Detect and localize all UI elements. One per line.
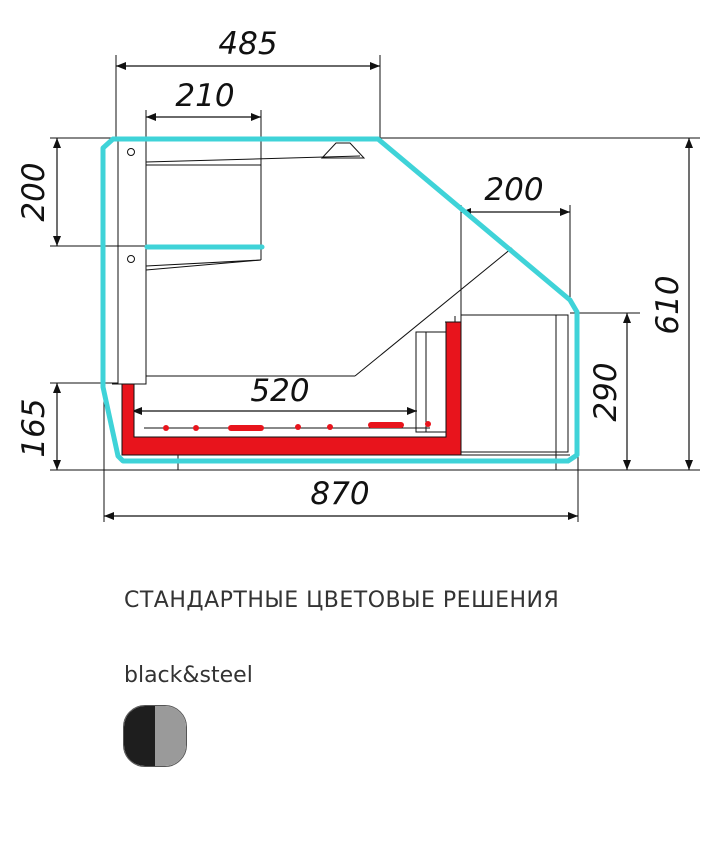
dim-top-width: 485: [218, 26, 277, 62]
dim-right-lower: 290: [588, 362, 624, 421]
technical-drawing: 485 210 200 200 610 290 165 520 870: [16, 26, 700, 522]
dim-total-height: 610: [650, 275, 686, 334]
cyan-outline: [100, 136, 580, 464]
dim-right-top: 200: [484, 172, 543, 208]
black-half: [124, 706, 155, 766]
color-solutions-title: СТАНДАРТНЫЕ ЦВЕТОВЫЕ РЕШЕНИЯ: [124, 588, 560, 613]
dim-total-width: 870: [310, 476, 369, 512]
black-steel-swatch[interactable]: [123, 705, 187, 767]
tray-details: [144, 421, 431, 431]
color-option-label: black&steel: [124, 663, 253, 688]
steel-half: [155, 706, 186, 766]
dim-left-lower: 165: [16, 398, 52, 457]
dim-inner-width: 210: [175, 78, 234, 114]
red-base: [121, 321, 462, 456]
dim-left-top: 200: [16, 162, 52, 221]
dim-tray-width: 520: [250, 373, 309, 409]
dimension-lines: [53, 62, 693, 520]
